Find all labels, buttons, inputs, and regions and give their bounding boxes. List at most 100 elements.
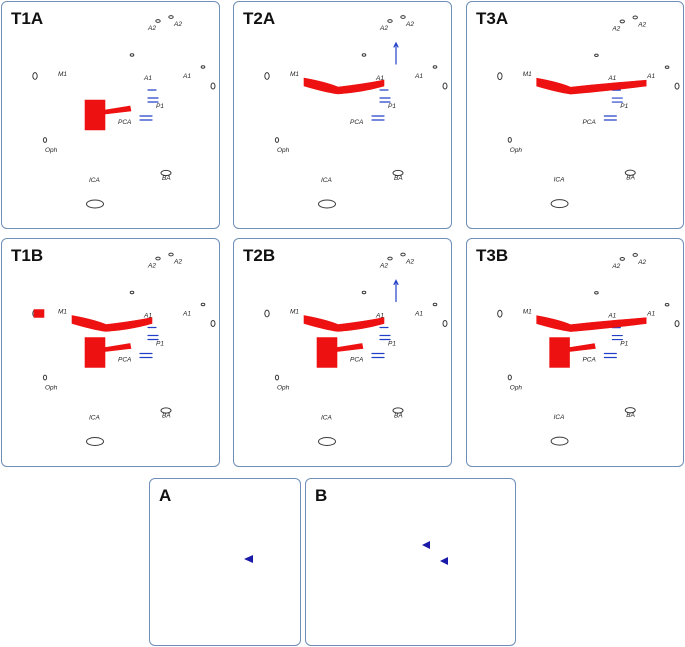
flow-arrow-a2: [393, 41, 399, 65]
a2-left-vessel: [384, 257, 392, 322]
occlusion-pca: [336, 343, 364, 352]
label-ba: BA: [394, 413, 403, 420]
p1-loop-vessel: [145, 319, 186, 360]
ica-vessel: [318, 82, 346, 210]
oph-end: [507, 374, 512, 381]
perforator-right-end: [432, 65, 438, 69]
flow-arrow-p1: [147, 334, 159, 341]
a2-left-vessel: [152, 257, 160, 322]
arrowhead-right: [440, 557, 448, 565]
panel-title: T2A: [243, 9, 276, 28]
occlusion-ica: [84, 337, 106, 368]
panel-title: T2B: [243, 246, 276, 265]
ica-vessel: [201, 541, 224, 645]
a2-left-vessel: [384, 20, 392, 84]
occlusion-m1-a1: [536, 315, 647, 332]
label-pca: PCA: [582, 119, 595, 126]
label-p1: P1: [620, 341, 628, 348]
flow-arrow-p1: [611, 97, 623, 103]
perforator-right-end: [664, 303, 670, 307]
a2-left-end: [155, 19, 161, 23]
a2-left-vessel: [252, 493, 258, 545]
label-a2-left: A2: [379, 263, 388, 270]
a2-left-end: [387, 256, 393, 261]
oph-vessel: [276, 357, 322, 380]
perforator-left-end: [594, 291, 599, 295]
ba-end: [160, 407, 172, 414]
perforator-left-vessel: [362, 291, 367, 326]
oph-vessel: [508, 357, 555, 380]
ba-end: [624, 407, 636, 414]
panel-title: T1A: [11, 9, 44, 28]
label-ica: ICA: [554, 177, 565, 184]
a2-left-end: [387, 19, 393, 23]
ica-end: [86, 199, 104, 209]
flow-arrow-pca: [603, 352, 617, 359]
label-a1-left: A1: [375, 75, 384, 82]
vessel-diagram-a: [157, 493, 291, 645]
label-m1: M1: [523, 71, 532, 78]
occlusion-pca: [104, 105, 132, 115]
panel-title: T3B: [476, 246, 509, 265]
label-m1: M1: [58, 71, 67, 78]
m1-vessel: [32, 72, 106, 94]
label-a1-right: A1: [414, 73, 423, 80]
label-oph: Oph: [510, 147, 523, 154]
p1-loop-vessel: [377, 81, 418, 122]
flow-arrow-p1: [379, 334, 391, 341]
a1-end: [442, 320, 448, 327]
label-p1: P1: [156, 103, 164, 110]
occlusion-m1-a1: [71, 315, 153, 332]
ba-end: [392, 169, 404, 177]
label-a1-right: A1: [182, 311, 191, 318]
p1-loop-vessel: [216, 544, 270, 569]
perforator-left-vessel: [362, 54, 367, 88]
a2-left-vessel: [152, 20, 160, 84]
m1-vessel: [157, 536, 221, 550]
oph-vessel: [342, 565, 360, 575]
a2-right-vessel: [397, 253, 405, 322]
a1-end: [442, 82, 448, 90]
m1-end: [32, 72, 38, 80]
occlusion-m1-tip: [33, 309, 45, 318]
label-a2-right: A2: [637, 21, 646, 28]
m1-vessel: [315, 538, 379, 552]
arrowhead-left: [422, 541, 430, 549]
label-a1-right: A1: [414, 311, 423, 318]
flow-arrow-a2: [393, 279, 399, 303]
oph-vessel: [508, 120, 555, 142]
perforator-left-vessel: [130, 291, 135, 326]
a1-end: [210, 82, 216, 90]
ica-vessel: [358, 543, 382, 645]
occlusion-pca: [104, 343, 132, 352]
perforator-left-end: [361, 53, 367, 57]
a2-right-vessel: [629, 253, 638, 322]
label-ica: ICA: [321, 415, 332, 422]
occlusion-m1-a1: [303, 315, 385, 332]
perforator-left-vessel: [594, 292, 600, 326]
oph-end: [274, 137, 280, 143]
a2-left-vessel: [398, 497, 404, 547]
flow-arrow-pca: [139, 352, 153, 359]
label-a2-left: A2: [611, 25, 620, 32]
label-ba: BA: [626, 175, 635, 182]
oph-vessel: [276, 120, 322, 142]
a2-left-end: [619, 257, 625, 261]
label-a1-right: A1: [646, 73, 655, 80]
label-ba: BA: [394, 175, 403, 182]
a2-right-vessel: [165, 253, 173, 322]
label-a1-left: A1: [607, 75, 616, 82]
label-a1-right: A1: [182, 73, 191, 80]
ica-vessel: [551, 82, 578, 210]
perforator-left-end: [129, 53, 135, 57]
label-pca: PCA: [350, 119, 363, 126]
m1-contralateral-vessel: [469, 542, 505, 552]
a1-end: [210, 320, 216, 327]
label-m1: M1: [523, 309, 532, 316]
label-pca: PCA: [582, 356, 595, 363]
oph-end: [42, 137, 48, 143]
label-pca: PCA: [118, 119, 131, 126]
